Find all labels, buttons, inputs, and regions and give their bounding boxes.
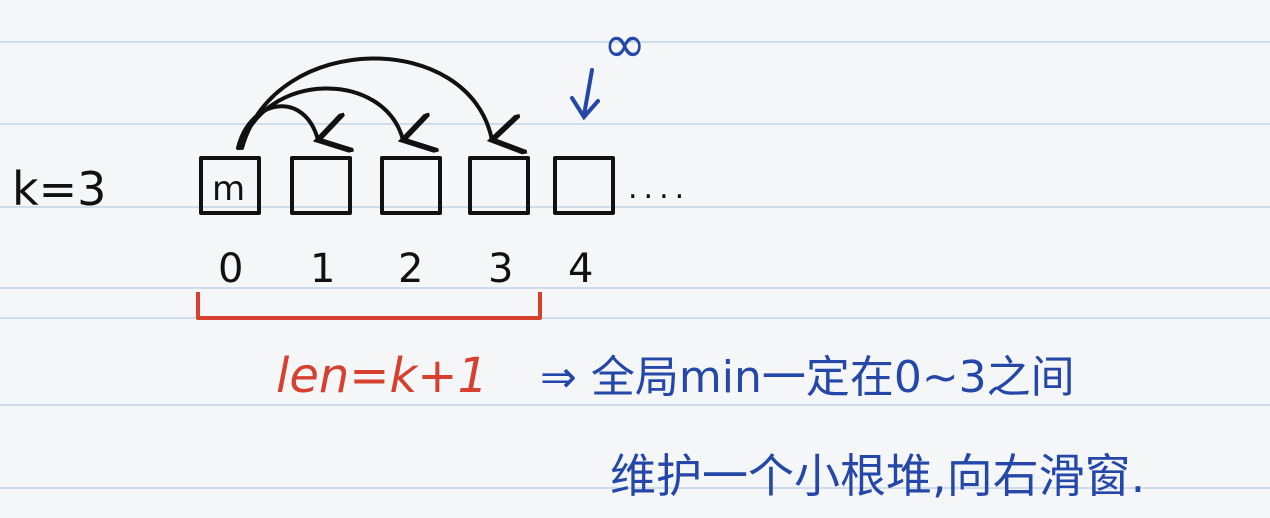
index-2: 2 — [398, 246, 423, 292]
indices: 0 1 2 3 4 — [218, 246, 593, 292]
array-boxes — [199, 156, 615, 215]
box-3 — [468, 156, 530, 215]
arc-to-1 — [236, 104, 318, 148]
index-3: 3 — [488, 246, 513, 292]
box-4 — [553, 156, 615, 215]
box-0-content: m — [212, 169, 245, 209]
arc-to-2 — [238, 86, 403, 148]
jump-arrows — [236, 56, 492, 148]
box-0 — [199, 156, 261, 215]
ellipsis: .... — [628, 171, 690, 206]
k-label: k=3 — [12, 162, 106, 216]
box-2 — [380, 156, 442, 215]
arc-to-3 — [240, 56, 492, 148]
new-element-marker: ∞ — [603, 15, 646, 75]
rule-lines — [0, 41, 1270, 489]
window-length-label: len=k+1 — [276, 348, 488, 404]
conclusion-line-2: 维护一个小根堆,向右滑窗. — [610, 449, 1145, 503]
index-4: 4 — [568, 246, 593, 292]
incoming-arrow — [570, 68, 600, 121]
box-1 — [290, 156, 352, 215]
window-bracket — [196, 292, 542, 320]
index-1: 1 — [310, 246, 335, 292]
conclusion-line-1: ⇒ 全局min一定在0~3之间 — [540, 352, 1075, 403]
index-0: 0 — [218, 246, 243, 292]
